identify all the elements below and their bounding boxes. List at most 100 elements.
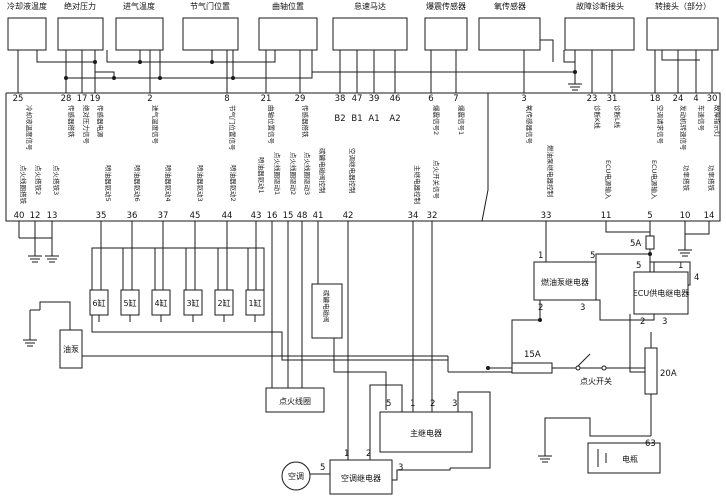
signal-label: 点火线圈搭铁 bbox=[19, 165, 28, 205]
pin-number: 44 bbox=[222, 211, 233, 221]
fuse-label: 5A bbox=[630, 239, 641, 249]
pin-number: 34 bbox=[408, 211, 419, 221]
pin-number: 10 bbox=[680, 211, 691, 221]
ecu-power-relay: ECU供电继电器 5 1 4 2 3 bbox=[633, 261, 700, 327]
pin-number: 45 bbox=[190, 211, 201, 221]
fuel-pump: 油泵 bbox=[59, 329, 83, 369]
terminal-label: B2 bbox=[334, 114, 345, 124]
battery: 电瓶 63 bbox=[587, 439, 661, 474]
signal-label: 主继电器控制 bbox=[413, 165, 422, 205]
ground-icon bbox=[568, 78, 582, 91]
sensor-box-throttle bbox=[182, 17, 239, 51]
fuse-label: 15A bbox=[524, 350, 541, 360]
pin-number: 37 bbox=[158, 211, 169, 221]
sensor-title: 故障诊断接头 bbox=[576, 1, 624, 11]
pin-number: 6 bbox=[428, 94, 433, 104]
ecu-divider bbox=[481, 93, 489, 222]
pin-number: 43 bbox=[251, 211, 262, 221]
signal-label: 氧传感器信号 bbox=[525, 105, 534, 145]
signal-label: 喷油器驱动5 bbox=[104, 165, 113, 202]
battery-label: 电瓶 bbox=[622, 454, 638, 464]
signal-label: 点火线圈驱动3 bbox=[303, 152, 312, 195]
top-signal-labels: 冷却液温度信号 传感器搭铁 绝对压力信号 传感器电源 进气温度信号 节气门位置信… bbox=[25, 105, 722, 151]
signal-label: 诊断K线 bbox=[593, 105, 602, 129]
sensor-title: 爆震传感器 bbox=[426, 1, 466, 11]
sensor-title: 怠速马达 bbox=[354, 1, 386, 11]
pin-number: 48 bbox=[297, 211, 308, 221]
relay-pin: 2 bbox=[538, 303, 543, 313]
injector-label: 4缸 bbox=[154, 298, 167, 308]
sensor-box-abs-pressure bbox=[57, 17, 104, 51]
pin-number: 21 bbox=[261, 94, 272, 104]
pin-number: 29 bbox=[295, 94, 306, 104]
injector-label: 1缸 bbox=[248, 298, 261, 308]
pin-number: 15 bbox=[283, 211, 294, 221]
signal-label: 故障指示灯 bbox=[713, 105, 722, 138]
pin-number: 3 bbox=[521, 94, 526, 104]
bottom-signal-labels: 点火线圈搭铁 点火搭铁2 点火搭铁3 喷油器驱动5 喷油器驱动6 喷油器驱动4 … bbox=[19, 145, 716, 205]
signal-label: 点火线圈驱动1 bbox=[273, 152, 282, 195]
pin-number: 23 bbox=[587, 94, 598, 104]
signal-label: 空调请求信号 bbox=[656, 105, 665, 145]
signal-label: 喷油器驱动1 bbox=[257, 157, 266, 194]
pin-number: 11 bbox=[601, 211, 612, 221]
battery-post: 63 bbox=[645, 439, 656, 449]
pin-number: 40 bbox=[14, 211, 25, 221]
signal-label: 喷油器驱动6 bbox=[133, 165, 142, 202]
fuel-pump-label: 油泵 bbox=[63, 344, 79, 354]
pin-number: 38 bbox=[335, 94, 346, 104]
fuse-5a: 5A bbox=[630, 235, 655, 256]
relay-pin: 2 bbox=[430, 399, 435, 409]
fuel-pump-relay: 燃油泵继电器 1 5 2 3 bbox=[533, 251, 597, 322]
ac-label: 空调 bbox=[288, 471, 304, 481]
signal-label: 冷却液温度信号 bbox=[25, 105, 34, 151]
sensor-box-coolant bbox=[7, 17, 47, 51]
relay-pin: 3 bbox=[398, 463, 403, 473]
main-relay: 主继电器 5 1 2 3 bbox=[379, 399, 473, 453]
ac-relay-label: 空调继电器 bbox=[341, 473, 381, 483]
ac-compressor: 空调 bbox=[281, 461, 311, 491]
sensor-title: 氧传感器 bbox=[494, 1, 526, 11]
signal-label: 曲轴位置信号 bbox=[267, 105, 276, 145]
terminal-label: A2 bbox=[389, 114, 400, 124]
top-pin-numbers: 25 28 17 19 2 8 21 29 38 47 39 46 6 7 3 … bbox=[13, 94, 718, 104]
relay-pin: 4 bbox=[694, 273, 699, 283]
pin-number: 47 bbox=[352, 94, 363, 104]
main-relay-label: 主继电器 bbox=[410, 428, 442, 438]
sensor-titles: 冷却液温度 绝对压力 进气温度 节气门位置 曲轴位置 怠速马达 爆震传感器 氧传… bbox=[7, 1, 711, 11]
pin-number: 24 bbox=[673, 94, 684, 104]
signal-label: 点火开关信号 bbox=[432, 160, 441, 200]
pin-number: 32 bbox=[427, 211, 438, 221]
ac-relay: 空调继电器 1 2 5 3 bbox=[320, 449, 403, 495]
relay-pin: 5 bbox=[590, 251, 595, 261]
relay-pin: 3 bbox=[580, 303, 585, 313]
signal-label: 爆震信号2 bbox=[432, 105, 441, 135]
pin-number: 39 bbox=[369, 94, 380, 104]
ignition-switch: 点火开关 bbox=[575, 365, 612, 386]
pin-number: 41 bbox=[313, 211, 324, 221]
signal-label: 爆震信号1 bbox=[457, 105, 466, 135]
lower-wires bbox=[18, 221, 710, 481]
sensor-boxes bbox=[7, 17, 719, 51]
signal-label: 碳罐电磁阀控制 bbox=[318, 148, 327, 194]
idle-motor-terminals: B2 B1 A1 A2 bbox=[334, 114, 400, 124]
signal-label: 功率搭铁 bbox=[682, 165, 691, 192]
ground-icon bbox=[538, 455, 552, 463]
pin-number: 7 bbox=[453, 94, 458, 104]
relay-pin: 3 bbox=[662, 317, 667, 327]
fuse-15a: 15A bbox=[486, 350, 553, 374]
pin-number: 25 bbox=[13, 94, 24, 104]
signal-label: 车速信号 bbox=[697, 105, 706, 132]
ground-icon bbox=[28, 255, 59, 263]
relay-pin: 2 bbox=[640, 317, 645, 327]
relay-pin: 1 bbox=[410, 399, 415, 409]
pin-number: 2 bbox=[147, 94, 152, 104]
relay-pin: 5 bbox=[636, 261, 641, 271]
pin-number: 31 bbox=[607, 94, 618, 104]
sensor-title: 转接头（部分） bbox=[655, 1, 711, 11]
terminal-label: A1 bbox=[368, 114, 379, 124]
pin-number: 4 bbox=[693, 94, 698, 104]
relay-pin: 5 bbox=[320, 463, 325, 473]
signal-label: 绝对压力信号 bbox=[82, 105, 91, 145]
relay-pin: 5 bbox=[386, 399, 391, 409]
